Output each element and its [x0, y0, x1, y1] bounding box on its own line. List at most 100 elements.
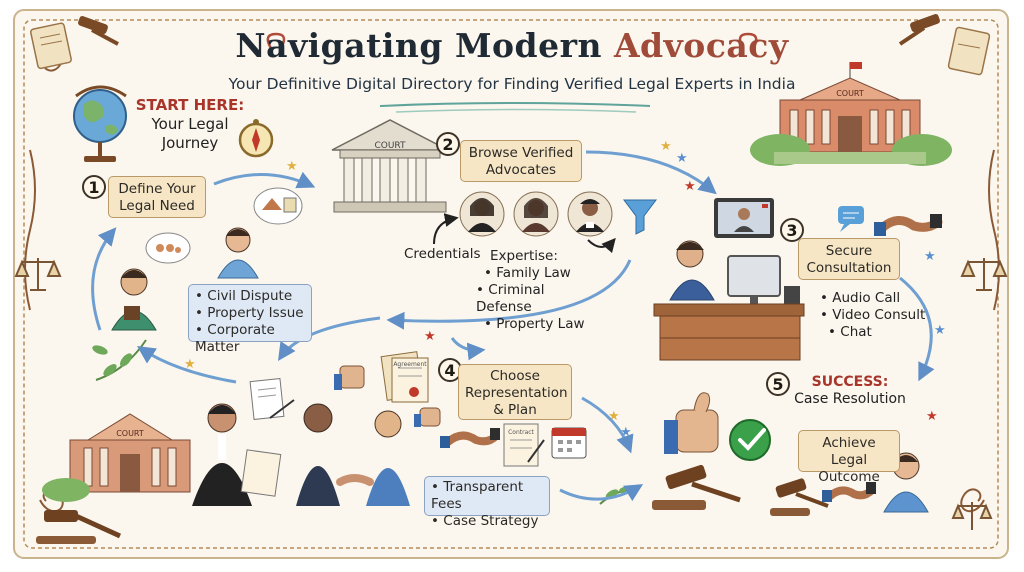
- thought-bubble-house: [253, 187, 303, 225]
- svg-text:★: ★: [608, 409, 620, 424]
- arrow-credentials: [433, 213, 459, 245]
- advocate-avatar-1: [459, 191, 505, 237]
- expertise-item: Criminal Defense: [476, 282, 596, 316]
- document-label-agreement: Agreement: [393, 361, 427, 368]
- page-title: Navigating Modern Advocacy: [0, 26, 1024, 65]
- document-icon-signed: [249, 377, 295, 421]
- thumbs-up-icon-left: [334, 365, 365, 390]
- svg-text:★: ★: [676, 151, 688, 166]
- step2-number: 2: [436, 132, 460, 156]
- globe-icon: [73, 85, 127, 162]
- title-main: Navigating Modern: [235, 26, 614, 65]
- scales-icon-bottom-right: [951, 502, 993, 530]
- desk-icon: [653, 303, 805, 361]
- thought-bubble-family: [145, 232, 191, 264]
- svg-text:★: ★: [660, 139, 672, 154]
- gavel-icon-bottom-right: [770, 478, 829, 516]
- advocate-avatar-3: [567, 191, 613, 237]
- step1-number: 1: [82, 175, 106, 199]
- gavel-icon-bottom-left: [36, 510, 122, 544]
- chat-bubble-icon: [838, 206, 864, 232]
- start-text: Your Legal Journey: [151, 115, 229, 152]
- gavel-icon-center: [652, 464, 741, 510]
- handshake-icon-top-right: [874, 214, 943, 236]
- arrow-step1-to-step2: [213, 171, 316, 189]
- start-headline: START HERE:: [135, 96, 245, 114]
- expertise-item: Family Law: [476, 265, 596, 282]
- courthouse-icon-center: [331, 119, 449, 213]
- person-icon-desk: [669, 240, 715, 301]
- person-icon-thinking: [111, 268, 157, 331]
- handshake-icon-bottom-right: [822, 482, 876, 502]
- consult-option: Video Consult: [820, 307, 925, 324]
- advocate-avatar-2: [513, 191, 559, 237]
- expertise-item: Property Law: [476, 316, 596, 333]
- documents-stack-icon: [380, 351, 429, 403]
- arrow-step2-to-step3: [585, 150, 717, 195]
- court-sign-bottom-left: COURT: [116, 429, 144, 438]
- plan-item: Case Strategy: [431, 513, 543, 530]
- step3-label: Secure Consultation: [798, 238, 900, 280]
- svg-text:★: ★: [934, 323, 946, 338]
- arrow-fees-to-gavel: [559, 484, 644, 502]
- document-label-contract: Contract: [508, 429, 534, 436]
- expertise-block: Expertise: Family Law Criminal Defense P…: [476, 248, 596, 333]
- step1-item: Property Issue: [195, 305, 305, 322]
- arrow-back-to-client: [137, 346, 237, 384]
- title-accent: Advocacy: [613, 26, 789, 65]
- thumbs-up-icon-large: [664, 392, 719, 454]
- filter-icon: [623, 199, 657, 235]
- calendar-icon: [551, 427, 587, 459]
- court-sign-top-right: COURT: [836, 89, 864, 98]
- contract-icon: [503, 423, 545, 467]
- step2-label: Browse Verified Advocates: [460, 140, 582, 182]
- title-swirl-left: [266, 32, 286, 51]
- page-subtitle: Your Definitive Digital Directory for Fi…: [228, 75, 796, 93]
- step3-list: Audio Call Video Consult Chat: [820, 290, 925, 341]
- compass-icon: [238, 119, 274, 158]
- advocate-icon-with-document: [192, 403, 282, 506]
- scales-icon-right: [960, 258, 1008, 291]
- step5-label: Achieve Legal Outcome: [798, 430, 900, 485]
- credentials-label: Credentials: [404, 246, 481, 262]
- arrow-up-to-step1: [91, 227, 117, 331]
- plan-item: Transparent Fees: [431, 479, 543, 513]
- court-sign-center: COURT: [374, 141, 406, 151]
- courthouse-icon-bottom-left: [42, 413, 191, 502]
- checkmark-icon: [729, 419, 771, 461]
- svg-text:★: ★: [424, 329, 436, 344]
- video-call-screen-icon: [714, 198, 774, 238]
- step1-item: Corporate Matter: [195, 322, 305, 356]
- svg-text:★: ★: [924, 249, 936, 264]
- leaf-branch-left: [92, 339, 147, 381]
- svg-text:★: ★: [684, 179, 696, 194]
- person-icon-man-blue: [217, 227, 259, 279]
- success-headline: SUCCESS:: [811, 374, 889, 390]
- consult-option: Audio Call: [820, 290, 925, 307]
- svg-text:★: ★: [184, 357, 196, 372]
- decorative-stars: ★ ★ ★ ★ ★ ★ ★ ★ ★ ★ ★: [184, 139, 946, 440]
- scroll-icon-top-right: [947, 26, 991, 76]
- thumbs-up-icon-small: [414, 407, 441, 427]
- courthouse-icon-top-right: [750, 62, 952, 166]
- scroll-icon-top-left: [29, 22, 72, 70]
- step5-number: 5: [766, 372, 790, 396]
- arrow-step3-to-step5: [899, 276, 935, 382]
- arrow-step4-to-success: [581, 396, 634, 454]
- arrow-expertise: [587, 237, 616, 254]
- scales-icon-left: [14, 258, 62, 291]
- expertise-label: Expertise:: [490, 248, 558, 264]
- person-icon-client: [296, 403, 340, 506]
- svg-text:★: ★: [286, 159, 298, 174]
- success-text: Case Resolution: [794, 391, 906, 407]
- consult-option: Chat: [820, 324, 925, 341]
- svg-text:★: ★: [926, 409, 938, 424]
- step1-item: Civil Dispute: [195, 288, 305, 305]
- handshake-icon-center: [440, 428, 500, 448]
- step4-label: Choose Representation & Plan: [458, 364, 572, 420]
- gavel-icon-top-left: [78, 16, 119, 46]
- svg-text:★: ★: [620, 425, 632, 440]
- step4-list: Transparent Fees Case Strategy: [424, 476, 550, 529]
- monitor-icon: [727, 255, 800, 306]
